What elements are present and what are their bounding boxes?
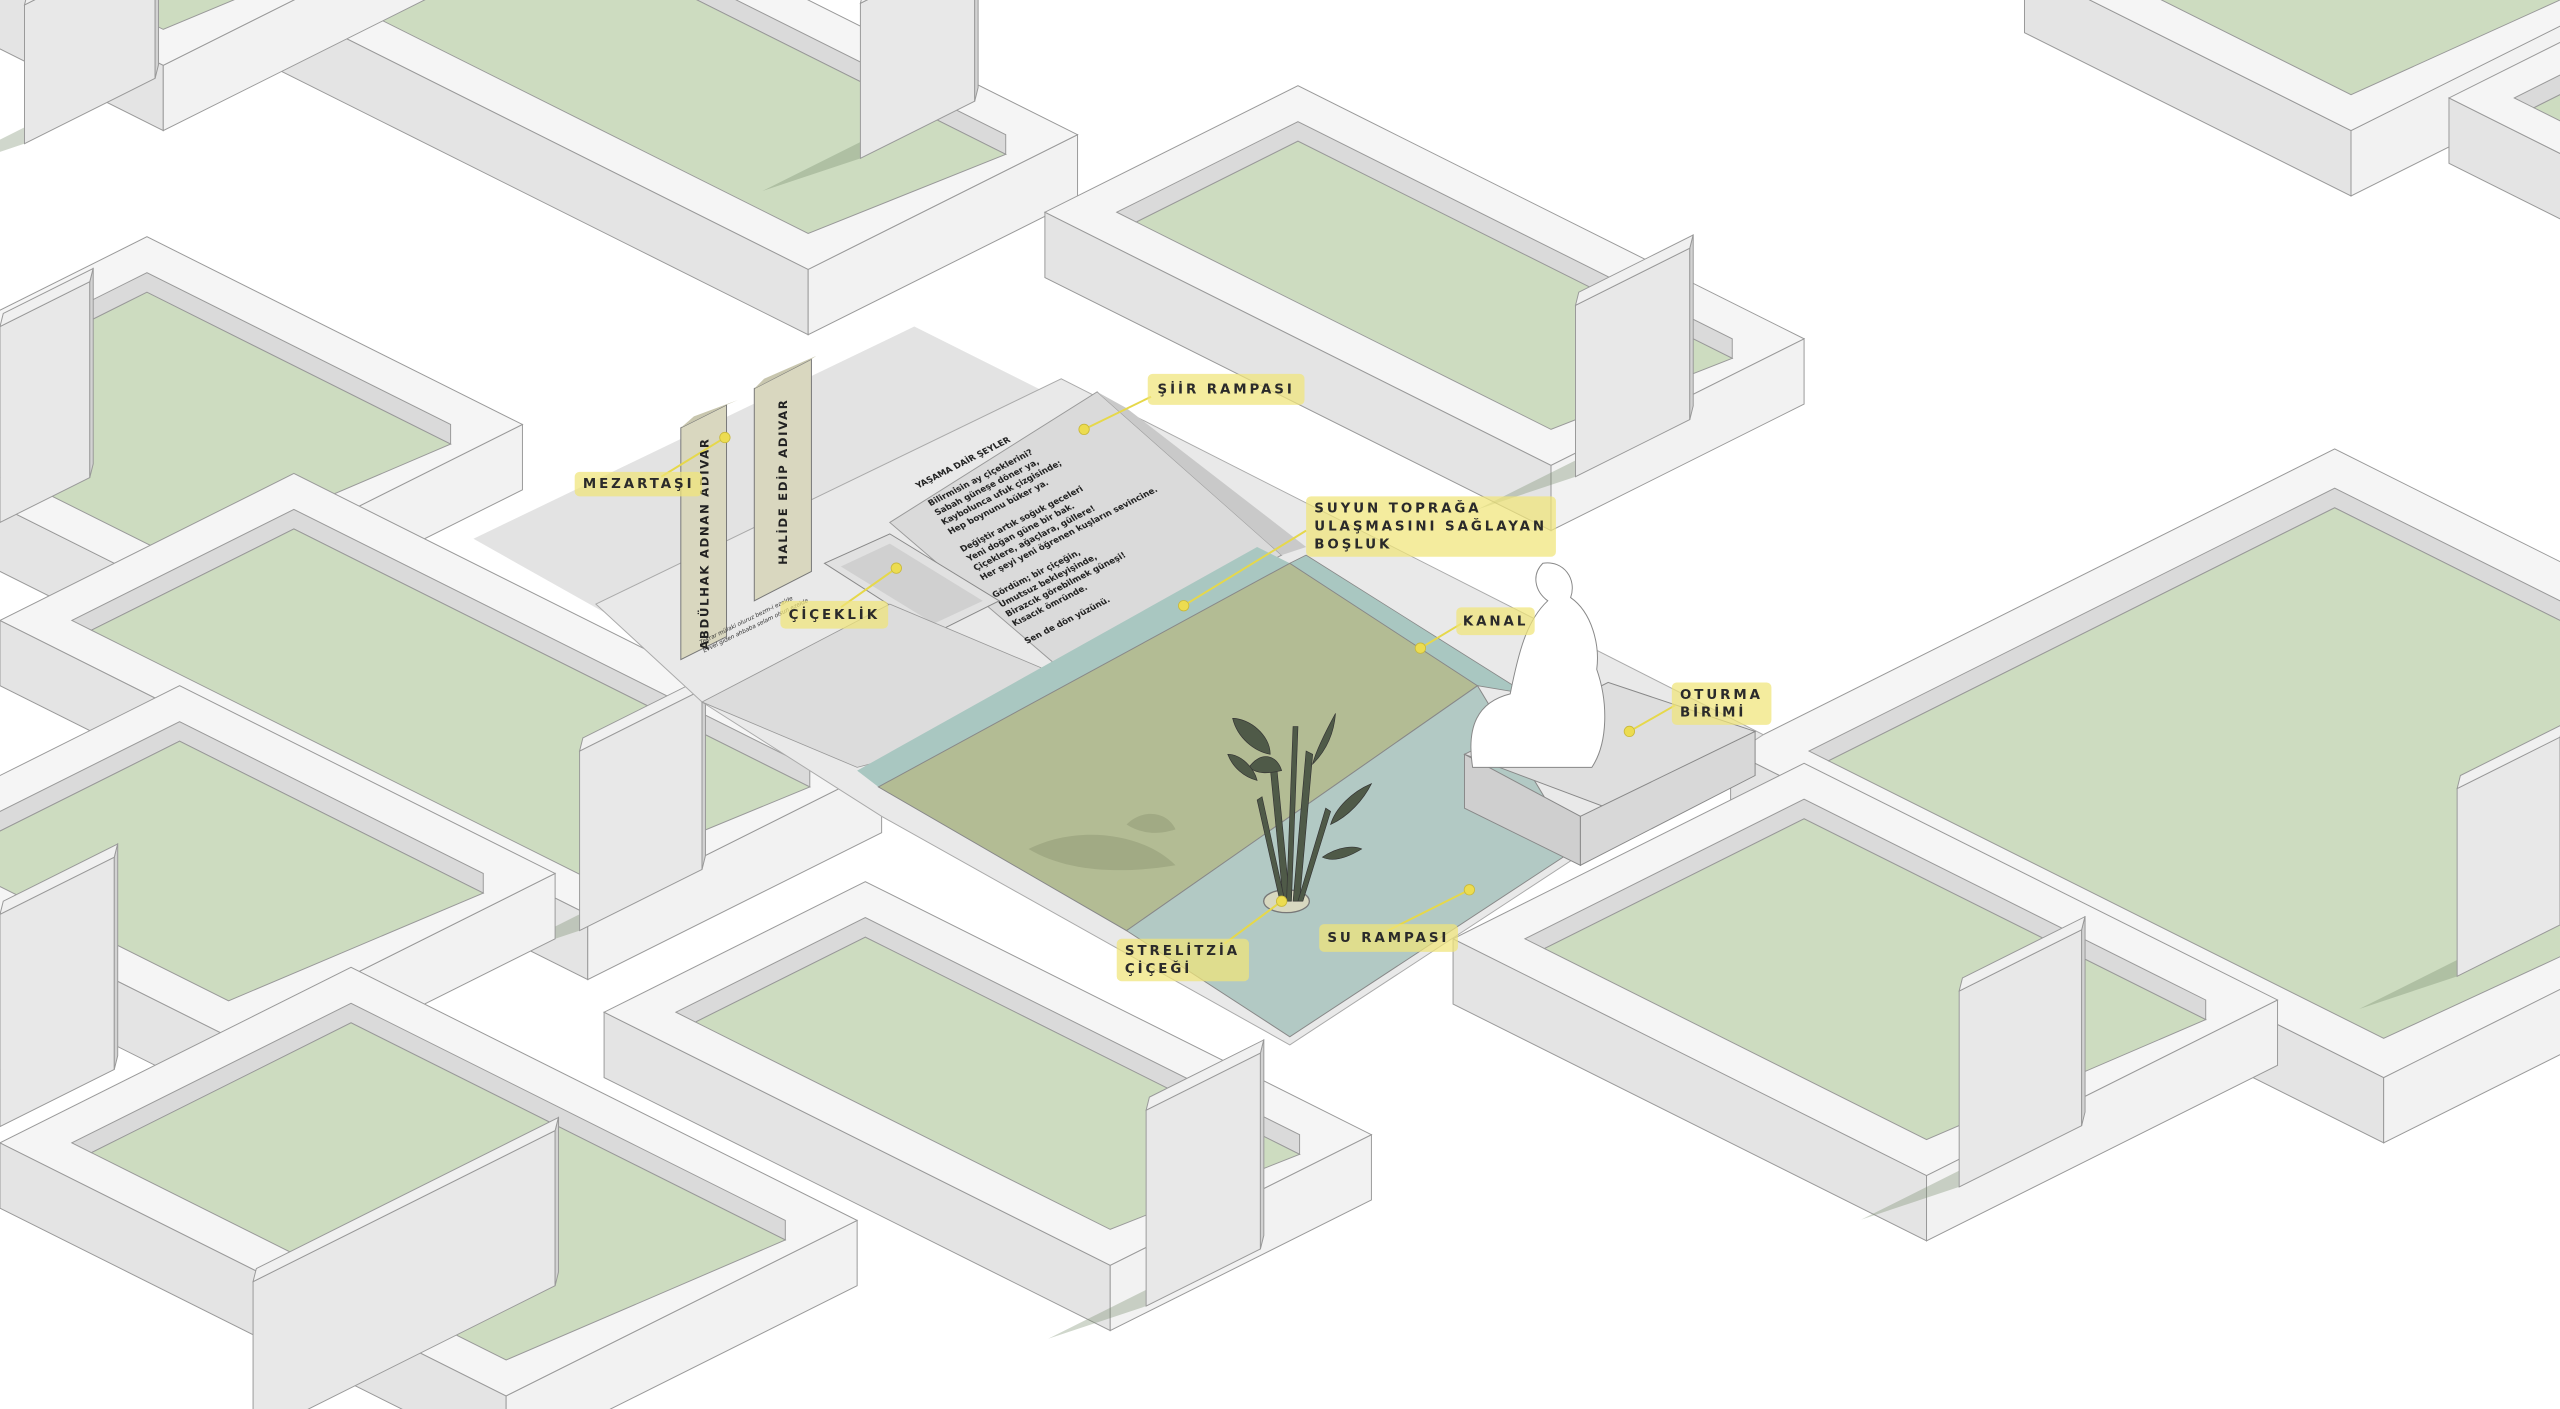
label-oturma-birimi: OTURMA BİRİMİ: [1671, 682, 1772, 725]
memorial-plaza: [473, 326, 1765, 1046]
courtyard-block: [1451, 762, 2279, 1242]
leader-line: [1223, 900, 1283, 945]
block-tower-top: [252, 1116, 560, 1283]
courtyard-block: [602, 881, 1373, 1339]
label-su-rampasi: SU RAMPASI: [1319, 924, 1458, 952]
label-strelitzia-cicegi: STRELİTZİA ÇİÇEĞİ: [1116, 938, 1249, 982]
block-tower-side: [974, 0, 979, 102]
tombstone-1-face: [680, 404, 728, 661]
leader-dot: [1078, 423, 1090, 436]
courtyard-block: [2447, 41, 2560, 220]
block-tower-face: [23, 0, 156, 145]
block-tower-top: [2456, 725, 2560, 790]
leader-line: [1419, 622, 1462, 650]
block-tower-side: [701, 675, 706, 870]
leader-dot: [1623, 725, 1636, 738]
label-kanal: KANAL: [1456, 607, 1535, 636]
person-silhouette: [1470, 562, 1606, 768]
leader-line: [1628, 704, 1676, 733]
leader-dot: [719, 431, 731, 444]
tombstone-name-2: HALİDE EDİP ADIVAR: [775, 398, 791, 565]
block-tower-side: [554, 1116, 560, 1286]
block-tower-side: [2081, 915, 2086, 1126]
strelitzia-plant: [1227, 713, 1373, 902]
leader-line: [1387, 888, 1470, 932]
block-courtyard-lawn: [0, 740, 485, 1002]
block-roof: [2447, 41, 2560, 155]
courtyard-block: [0, 966, 859, 1409]
tombstone-name-1: ABDÜLHAK ADNAN ADIVAR: [697, 437, 712, 650]
block-courtyard-lawn: [1827, 507, 2560, 1039]
block-right-wall: [2383, 988, 2560, 1144]
block-left-wall: [2448, 97, 2560, 220]
block-tower-top: [0, 843, 119, 915]
leader-dot: [890, 562, 902, 574]
ciceklik-inner: [840, 543, 983, 624]
seat-unit-side: [1579, 730, 1756, 867]
block-tower-side: [113, 843, 119, 1070]
tombstone-2-face: [753, 358, 812, 602]
block-courtyard-lawn: [359, 0, 1007, 235]
block-courtyard-lawn: [2160, 0, 2560, 96]
leader-line: [660, 436, 726, 478]
poem-ramp-side: [1097, 391, 1307, 556]
block-tower-face: [2456, 736, 2560, 978]
tombstone-2-side: [754, 355, 817, 389]
label-suyun-topraga-bosluk: SUYUN TOPRAĞA ULAŞMASINI SAĞLAYAN BOŞLUK: [1306, 496, 1556, 557]
block-tower-top: [859, 0, 869, 5]
leader-lines: [660, 395, 1676, 945]
label-siir-rampasi: ŞİİR RAMPASI: [1147, 373, 1305, 405]
courtyard-block: [268, 0, 1079, 336]
leader-line: [1083, 395, 1152, 431]
block-tower-top: [1958, 915, 2086, 992]
leader-dot: [1275, 895, 1288, 907]
courtyard-block: [1043, 85, 1806, 532]
leader-dot: [1178, 600, 1190, 612]
block-tower-side: [1259, 1039, 1265, 1250]
block-tower-side: [1689, 234, 1694, 420]
label-mezartasi: MEZARTAŞI: [574, 471, 703, 497]
label-ciceklik: ÇİÇEKLİK: [780, 600, 889, 629]
courtyard-block: [0, 0, 426, 152]
leader-dot: [1463, 884, 1476, 896]
block-tower-top: [1145, 1039, 1265, 1112]
block-courtyard-lawn: [2532, 94, 2560, 122]
leader-line: [1183, 529, 1307, 607]
block-tower-top: [1574, 234, 1694, 307]
plant-shadow: [1028, 813, 1176, 871]
block-tower-side: [154, 0, 160, 79]
block-tower-face: [859, 0, 976, 160]
block-tower-top: [23, 0, 36, 6]
leader-dot: [1414, 642, 1427, 654]
block-tower-top: [0, 267, 94, 328]
block-tower-side: [89, 267, 94, 478]
